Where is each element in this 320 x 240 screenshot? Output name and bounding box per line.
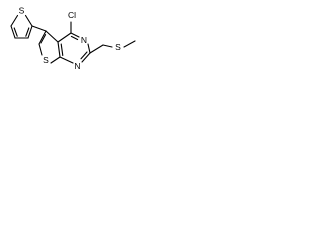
bond-c2-n1-inner bbox=[80, 51, 88, 60]
bond-c4a-c7a-inner bbox=[60, 43, 64, 57]
atom-thioether-sulfur: S bbox=[115, 42, 121, 52]
bond-n1-c7a bbox=[59, 56, 74, 64]
pyrimidine-ring bbox=[57, 32, 91, 64]
bond-c2-n1 bbox=[81, 52, 91, 63]
bond-c5-c6-inner bbox=[40, 34, 47, 44]
bond-s-ch3 bbox=[123, 40, 136, 48]
bond-n3-c2 bbox=[87, 43, 91, 54]
bond-c4a-c4 bbox=[57, 32, 72, 43]
atom-nitrogen-upper: N bbox=[81, 35, 87, 45]
thienyl-ring bbox=[10, 14, 33, 39]
methylthiomethyl-chain bbox=[89, 40, 136, 54]
atom-thienyl-sulfur: S bbox=[19, 6, 25, 16]
atom-fused-thiophene-sulfur: S bbox=[43, 55, 49, 65]
bond-c5-c6 bbox=[38, 30, 47, 45]
bond-c4-n3 bbox=[70, 32, 80, 38]
bond-thienyl-c3-c2 bbox=[27, 25, 33, 39]
bond-c5-c4a bbox=[45, 30, 59, 43]
bond-ch2-s bbox=[102, 44, 113, 48]
fused-thiophene-ring bbox=[38, 30, 61, 64]
bond-c4a-c7a bbox=[57, 41, 61, 58]
bond-thienyl-c2-s bbox=[24, 14, 33, 27]
bond-thienyl-to-core bbox=[31, 25, 47, 32]
molecule-structure: S Cl N S N S bbox=[10, 6, 136, 71]
bond-thienyl-c5-c4 bbox=[10, 25, 16, 39]
bond-s7-c7a bbox=[50, 56, 61, 64]
bond-c2-ch2 bbox=[89, 44, 104, 54]
bond-thienyl-s-c5 bbox=[10, 14, 19, 27]
atom-nitrogen-lower: N bbox=[74, 61, 80, 71]
atom-chlorine: Cl bbox=[68, 10, 76, 20]
bond-c6-s7 bbox=[38, 43, 43, 56]
bond-thienyl-c3-c2-inner bbox=[25, 27, 30, 37]
bond-thienyl-c5-c4-inner bbox=[13, 27, 18, 37]
bond-c4-n3-inner bbox=[70, 35, 79, 41]
